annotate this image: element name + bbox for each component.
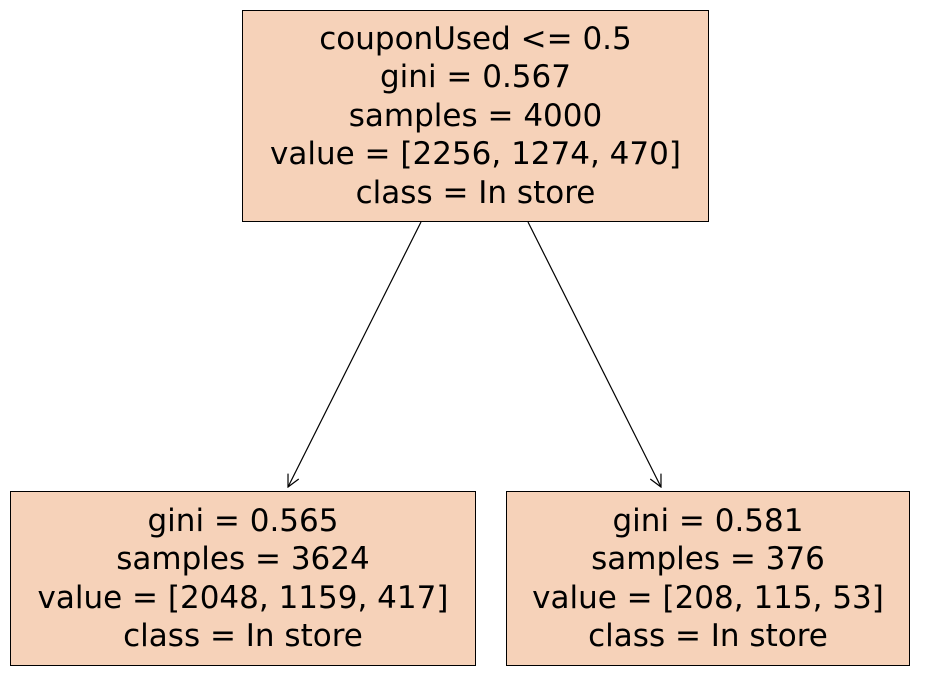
node-samples: samples = 4000 [348,97,603,134]
node-samples: samples = 376 [591,541,825,577]
node-class: class = In store [355,174,596,211]
tree-node-left-leaf: gini = 0.565 samples = 3624 value = [204… [10,491,476,666]
node-gini: gini = 0.565 [147,502,339,539]
node-gini: gini = 0.581 [612,502,804,539]
node-value: value = [208, 115, 53] [532,579,884,616]
node-value: value = [2048, 1159, 417] [37,579,449,616]
node-samples: samples = 3624 [116,541,370,577]
tree-node-root: couponUsed <= 0.5 gini = 0.567 samples =… [242,10,709,222]
node-gini: gini = 0.567 [380,59,571,96]
tree-node-right-leaf: gini = 0.581 samples = 376 value = [208,… [506,491,910,666]
edge-root-to-right [527,221,661,487]
node-value: value = [2256, 1274, 470] [270,136,681,173]
edge-root-to-left [288,221,422,487]
node-split-condition: couponUsed <= 0.5 [319,20,632,57]
node-class: class = In store [123,618,363,654]
node-class: class = In store [588,618,828,654]
